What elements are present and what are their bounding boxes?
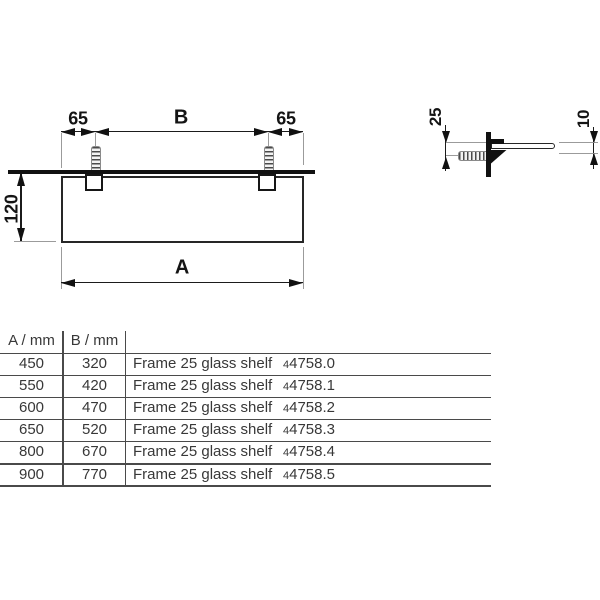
table-row: 550 420 Frame 25 glass shelf 44758.1: [0, 375, 491, 397]
dim-label-mount-offset: 25: [426, 107, 445, 127]
cell-article-number: 44758.1: [283, 375, 335, 397]
cell-product-name: Frame 25 glass shelf: [133, 465, 273, 483]
dim-arrow: [16, 172, 25, 186]
dim-arrow: [81, 127, 95, 136]
dim-arrow: [441, 130, 450, 143]
dim-arrow: [16, 228, 25, 242]
cell-article-number: 44758.3: [283, 419, 335, 441]
dim-label-offset-right: 65: [276, 108, 296, 129]
header-col-b: B / mm: [70, 332, 119, 349]
cell-b: 520: [81, 421, 108, 439]
dim-arrow: [61, 278, 75, 287]
glass-pane-side: [491, 142, 555, 149]
dim-line-width: [61, 282, 303, 284]
article-main: 4758.1: [289, 377, 336, 395]
article-main: 4758.4: [289, 443, 336, 461]
extension-line: [14, 241, 56, 243]
table-rule: [0, 463, 491, 465]
cell-a: 600: [18, 399, 45, 417]
article-main: 4758.5: [289, 465, 336, 483]
extension-line: [61, 247, 62, 289]
dim-arrow: [289, 278, 303, 287]
table-rule: [0, 396, 491, 399]
article-main: 4758.2: [289, 399, 336, 417]
article-main: 4758.0: [289, 355, 336, 372]
article-prefix: 4: [283, 425, 290, 438]
extension-line: [61, 133, 62, 168]
cell-a: 800: [18, 443, 45, 461]
article-prefix: 4: [283, 447, 290, 460]
screw-centerline: [267, 133, 269, 148]
wall-plate: [485, 131, 491, 177]
table-column-separator: [124, 331, 127, 486]
dim-line-top: [61, 131, 303, 133]
cell-product-name: Frame 25 glass shelf: [133, 399, 273, 417]
dim-label-glass-thickness: 10: [574, 109, 593, 129]
dim-arrow: [268, 127, 282, 136]
table-rule: [0, 485, 491, 487]
cell-product-name: Frame 25 glass shelf: [133, 443, 273, 461]
table-rule: [0, 352, 491, 354]
cell-b: 670: [81, 443, 108, 461]
extension-line: [302, 247, 304, 289]
dim-arrow: [441, 157, 450, 169]
cell-a: 650: [18, 421, 45, 439]
dim-arrow: [289, 127, 303, 136]
holder-right: [258, 174, 276, 191]
dim-line-10: [593, 127, 595, 169]
table-rule: [0, 374, 491, 377]
article-prefix: 4: [283, 469, 290, 482]
reference-line: [559, 152, 598, 154]
cell-a: 900: [18, 465, 45, 483]
support-bracket: [491, 149, 507, 164]
dim-label-width-a: A: [174, 256, 190, 279]
reference-line: [559, 142, 598, 144]
cell-article-number: 44758.2: [283, 397, 335, 419]
cell-product-name: Frame 25 glass shelf: [133, 377, 273, 395]
table-row: 900 770 Frame 25 glass shelf 44758.5: [0, 464, 491, 486]
table-header-row: A / mm B / mm: [0, 330, 491, 352]
dim-label-height: 120: [1, 194, 21, 224]
dim-line-25: [445, 125, 447, 171]
mounting-screw: [458, 151, 489, 161]
dim-arrow: [589, 130, 598, 143]
dim-arrow: [589, 153, 598, 165]
cell-b: 420: [81, 377, 108, 395]
screw-centerline: [94, 133, 96, 148]
cell-b: 320: [81, 355, 108, 372]
cell-product-name: Frame 25 glass shelf: [133, 421, 273, 439]
dim-arrow: [95, 127, 109, 136]
table-row: 650 520 Frame 25 glass shelf 44758.3: [0, 419, 491, 441]
article-prefix: 4: [283, 403, 290, 416]
extension-line: [302, 133, 304, 165]
cell-b: 770: [81, 465, 108, 483]
article-main: 4758.3: [289, 421, 336, 439]
holder-left: [85, 174, 103, 191]
reference-line: [446, 154, 460, 156]
table-column-separator: [62, 331, 64, 486]
cell-a: 450: [18, 355, 45, 372]
cell-a: 550: [18, 377, 45, 395]
article-prefix: 4: [283, 359, 290, 371]
dim-arrow: [61, 127, 75, 136]
table-row: 800 670 Frame 25 glass shelf 44758.4: [0, 441, 491, 463]
shelf-rail: [8, 169, 315, 175]
dim-label-offset-left: 65: [68, 108, 88, 129]
holder-clamp: [491, 139, 504, 144]
cell-article-number: 44758.5: [283, 464, 335, 486]
reference-line: [446, 141, 487, 143]
table-row: 450 320 Frame 25 glass shelf 44758.0: [0, 353, 491, 375]
cell-article-number: 44758.0: [283, 353, 335, 375]
dim-label-span-b: B: [173, 106, 189, 129]
table-rule: [0, 440, 491, 443]
table-row: 600 470 Frame 25 glass shelf 44758.2: [0, 397, 491, 419]
header-col-a: A / mm: [8, 332, 55, 349]
cell-article-number: 44758.4: [283, 441, 335, 463]
article-prefix: 4: [283, 381, 290, 394]
cell-product-name: Frame 25 glass shelf: [133, 355, 273, 372]
dim-line-height: [20, 172, 22, 242]
dim-arrow: [254, 127, 268, 136]
table-rule: [0, 418, 491, 421]
cell-b: 470: [81, 399, 108, 417]
